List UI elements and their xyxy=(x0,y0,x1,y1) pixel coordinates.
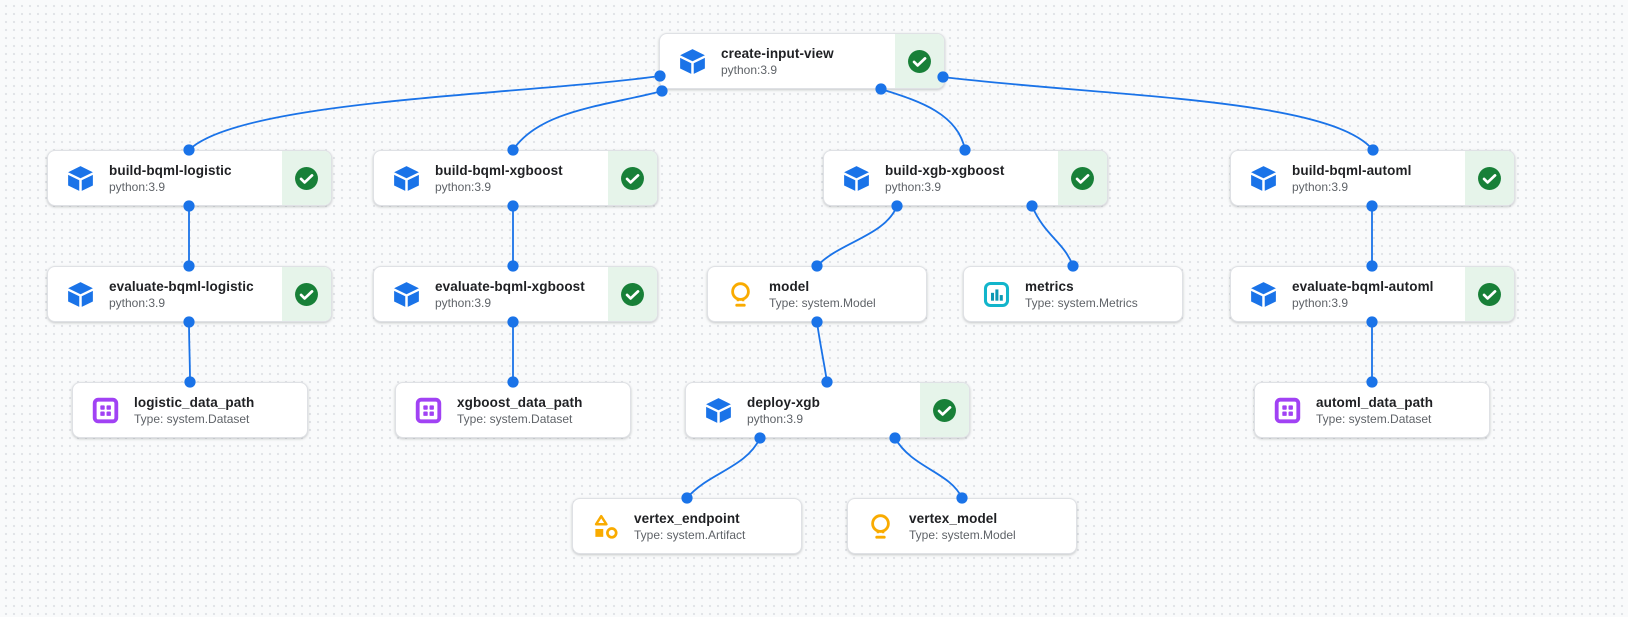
node-title: metrics xyxy=(1025,278,1074,294)
node-title: build-bqml-automl xyxy=(1292,162,1412,178)
dataset-grid-icon xyxy=(1274,397,1301,424)
node-subtitle: python:3.9 xyxy=(109,295,166,310)
edge-deploy-xgb-to-vertex_model xyxy=(894,437,963,499)
node-title: build-bqml-xgboost xyxy=(435,162,563,178)
node-title: vertex_model xyxy=(909,510,998,526)
success-check-icon xyxy=(908,49,931,73)
component-cube-icon xyxy=(67,281,94,308)
node-subtitle: python:3.9 xyxy=(435,295,492,310)
node-evaluate-bqml-xgboost[interactable]: evaluate-bqml-xgboost python:3.9 xyxy=(373,266,658,322)
edge-create-input-view-to-build-bqml-logistic xyxy=(188,75,661,151)
node-subtitle: Type: system.Metrics xyxy=(1025,295,1138,310)
node-vertex_model[interactable]: vertex_model Type: system.Model xyxy=(847,498,1077,554)
edge-create-input-view-to-build-xgb-xgboost xyxy=(880,88,966,151)
status-success-badge xyxy=(282,151,331,205)
component-cube-icon xyxy=(1250,165,1277,192)
status-success-badge xyxy=(608,151,657,205)
status-success-badge xyxy=(920,383,969,437)
edge-build-xgb-xgboost-to-metrics xyxy=(1031,205,1074,267)
node-title: logistic_data_path xyxy=(134,394,255,410)
node-build-bqml-logistic[interactable]: build-bqml-logistic python:3.9 xyxy=(47,150,332,206)
node-subtitle: python:3.9 xyxy=(1292,179,1349,194)
edge-create-input-view-to-build-bqml-xgboost xyxy=(512,90,663,151)
node-title: create-input-view xyxy=(721,45,834,61)
node-deploy-xgb[interactable]: deploy-xgb python:3.9 xyxy=(685,382,970,438)
dataset-grid-icon xyxy=(415,397,442,424)
component-cube-icon xyxy=(393,165,420,192)
node-title: automl_data_path xyxy=(1316,394,1434,410)
component-cube-icon xyxy=(679,48,706,75)
success-check-icon xyxy=(621,166,644,190)
node-title: model xyxy=(769,278,810,294)
edge-create-input-view-to-build-bqml-automl xyxy=(942,76,1374,151)
component-cube-icon xyxy=(705,397,732,424)
node-title: build-bqml-logistic xyxy=(109,162,232,178)
node-evaluate-bqml-logistic[interactable]: evaluate-bqml-logistic python:3.9 xyxy=(47,266,332,322)
status-success-badge xyxy=(282,267,331,321)
node-subtitle: Type: system.Dataset xyxy=(457,411,573,426)
component-cube-icon xyxy=(843,165,870,192)
node-subtitle: python:3.9 xyxy=(1292,295,1349,310)
metrics-chart-icon xyxy=(983,281,1010,308)
component-cube-icon xyxy=(67,165,94,192)
node-title: build-xgb-xgboost xyxy=(885,162,1005,178)
model-lightbulb-icon xyxy=(867,513,894,540)
status-success-badge xyxy=(1058,151,1107,205)
node-subtitle: python:3.9 xyxy=(721,62,778,77)
node-title: vertex_endpoint xyxy=(634,510,740,526)
success-check-icon xyxy=(933,398,956,422)
node-subtitle: Type: system.Dataset xyxy=(1316,411,1432,426)
node-subtitle: Type: system.Model xyxy=(909,527,1016,542)
node-logistic_data_path[interactable]: logistic_data_path Type: system.Dataset xyxy=(72,382,308,438)
node-title: evaluate-bqml-logistic xyxy=(109,278,254,294)
edge-build-xgb-xgboost-to-model xyxy=(816,205,898,267)
node-subtitle: python:3.9 xyxy=(885,179,942,194)
status-success-badge xyxy=(608,267,657,321)
component-cube-icon xyxy=(393,281,420,308)
node-subtitle: python:3.9 xyxy=(747,411,804,426)
edge-deploy-xgb-to-vertex_endpoint xyxy=(686,437,761,499)
node-vertex_endpoint[interactable]: vertex_endpoint Type: system.Artifact xyxy=(572,498,802,554)
node-subtitle: python:3.9 xyxy=(435,179,492,194)
node-metrics[interactable]: metrics Type: system.Metrics xyxy=(963,266,1183,322)
node-title: evaluate-bqml-xgboost xyxy=(435,278,585,294)
node-create-input-view[interactable]: create-input-view python:3.9 xyxy=(659,33,945,89)
node-build-bqml-automl[interactable]: build-bqml-automl python:3.9 xyxy=(1230,150,1515,206)
node-subtitle: Type: system.Model xyxy=(769,295,876,310)
dataset-grid-icon xyxy=(92,397,119,424)
node-subtitle: python:3.9 xyxy=(109,179,166,194)
success-check-icon xyxy=(295,282,318,306)
node-evaluate-bqml-automl[interactable]: evaluate-bqml-automl python:3.9 xyxy=(1230,266,1515,322)
node-subtitle: Type: system.Artifact xyxy=(634,527,746,542)
node-subtitle: Type: system.Dataset xyxy=(134,411,250,426)
component-cube-icon xyxy=(1250,281,1277,308)
success-check-icon xyxy=(295,166,318,190)
artifact-shapes-icon xyxy=(592,513,619,540)
edge-model-to-deploy-xgb xyxy=(816,321,828,383)
node-model[interactable]: model Type: system.Model xyxy=(707,266,927,322)
node-title: xgboost_data_path xyxy=(457,394,583,410)
node-automl_data_path[interactable]: automl_data_path Type: system.Dataset xyxy=(1254,382,1490,438)
node-title: evaluate-bqml-automl xyxy=(1292,278,1434,294)
node-xgboost_data_path[interactable]: xgboost_data_path Type: system.Dataset xyxy=(395,382,631,438)
node-build-bqml-xgboost[interactable]: build-bqml-xgboost python:3.9 xyxy=(373,150,658,206)
status-success-badge xyxy=(895,34,944,88)
model-lightbulb-icon xyxy=(727,281,754,308)
success-check-icon xyxy=(1071,166,1094,190)
node-build-xgb-xgboost[interactable]: build-xgb-xgboost python:3.9 xyxy=(823,150,1108,206)
status-success-badge xyxy=(1465,267,1514,321)
status-success-badge xyxy=(1465,151,1514,205)
success-check-icon xyxy=(621,282,644,306)
edge-evaluate-bqml-logistic-to-logistic_data_path xyxy=(188,321,191,383)
success-check-icon xyxy=(1478,282,1501,306)
node-title: deploy-xgb xyxy=(747,394,821,410)
success-check-icon xyxy=(1478,166,1501,190)
